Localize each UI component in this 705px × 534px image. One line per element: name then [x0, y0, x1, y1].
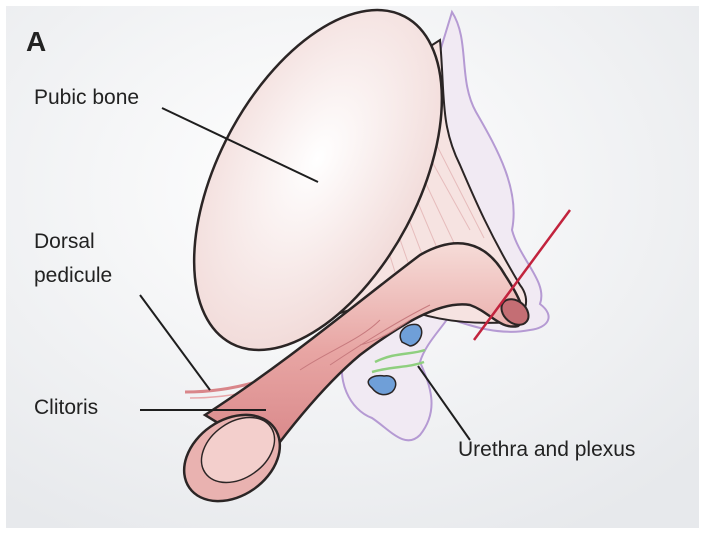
- dorsal-pedicule-label-line1: Dorsal: [34, 228, 95, 256]
- panel-label: A: [26, 28, 46, 56]
- pubic-bone-label: Pubic bone: [34, 84, 139, 112]
- urethra-plexus-label: Urethra and plexus: [458, 436, 635, 464]
- dorsal-pedicule-label-line2: pedicule: [34, 262, 112, 290]
- clitoris-label: Clitoris: [34, 394, 98, 422]
